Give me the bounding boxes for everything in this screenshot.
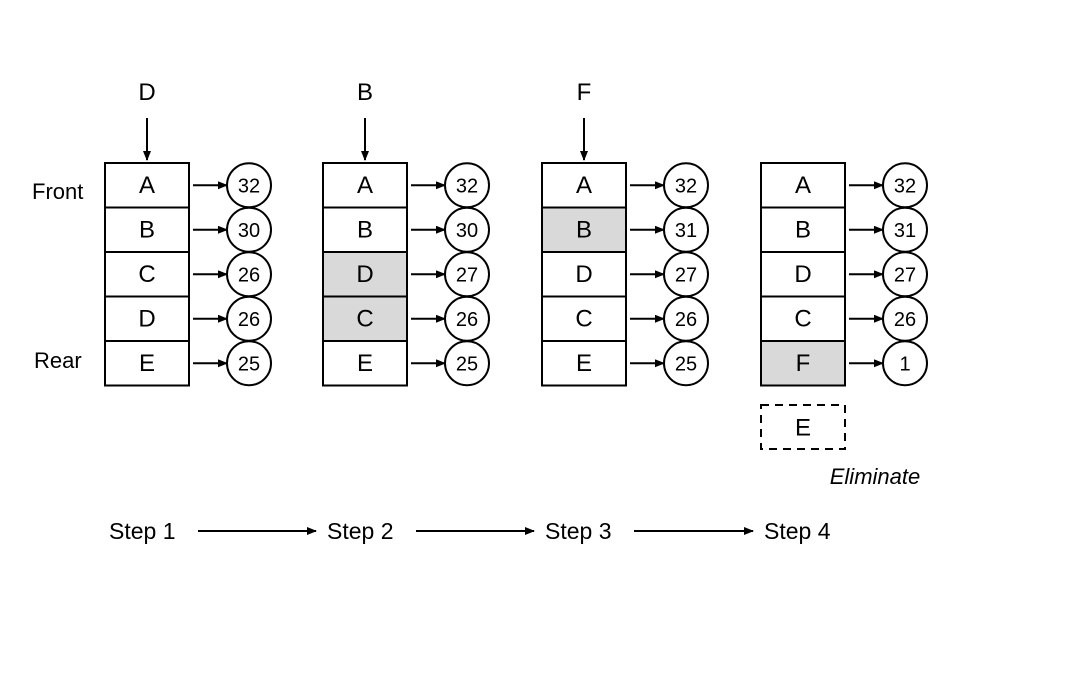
queue-cell-key: A	[139, 172, 155, 199]
queue-cell-key: C	[575, 305, 592, 332]
queue-cell-key: B	[357, 216, 373, 243]
queue-cell	[760, 162, 846, 209]
queue-cell	[322, 340, 408, 387]
count-circle	[226, 340, 272, 387]
count-value: 32	[894, 175, 916, 197]
count-value: 32	[456, 175, 478, 197]
queue-cell-key: F	[796, 350, 811, 377]
count-value: 30	[456, 220, 478, 242]
queue-cell-key: B	[576, 216, 592, 243]
count-value: 31	[675, 220, 697, 242]
count-value: 1	[899, 353, 910, 375]
count-circle	[663, 340, 709, 387]
count-value: 27	[894, 264, 916, 286]
queue-cell	[104, 340, 190, 387]
queue-cell-key: C	[794, 305, 811, 332]
count-value: 30	[238, 220, 260, 242]
queue-cell-key: A	[357, 172, 373, 199]
count-value: 25	[456, 353, 478, 375]
count-circle	[444, 340, 490, 387]
count-value: 26	[894, 309, 916, 331]
queue-cell-key: B	[795, 216, 811, 243]
rear-label: Rear	[34, 348, 82, 373]
queue-cell-key: D	[794, 261, 811, 288]
queue-cell	[322, 162, 408, 209]
queue-cell-key: C	[138, 261, 155, 288]
eliminated-box	[760, 404, 846, 450]
eliminated-key: E	[795, 415, 811, 442]
queue-cell	[541, 251, 627, 298]
queue-cell-key: A	[795, 172, 811, 199]
count-value: 27	[675, 264, 697, 286]
queue-cell	[760, 251, 846, 298]
step-2-label: Step 2	[327, 518, 394, 544]
queue-cell-key: D	[138, 305, 155, 332]
step-3-label: Step 3	[545, 518, 612, 544]
queue-cell-key: D	[356, 261, 373, 288]
queue-cell	[322, 251, 408, 298]
count-value: 26	[238, 309, 260, 331]
queue-cell	[322, 295, 408, 342]
incoming-key-label: B	[357, 79, 373, 106]
step-4-label: Step 4	[764, 518, 831, 544]
queue-cell	[760, 340, 846, 387]
queue-cell-key: A	[576, 172, 592, 199]
step-flow: Step 1 Step 2 Step 3 Step 4	[109, 518, 831, 544]
queue-cell	[541, 340, 627, 387]
count-value: 27	[456, 264, 478, 286]
queue-cell	[541, 206, 627, 253]
count-value: 25	[675, 353, 697, 375]
count-value: 31	[894, 220, 916, 242]
count-value: 25	[238, 353, 260, 375]
step-3-queue: F A 32B 31D 27C 26E 25	[541, 79, 709, 387]
count-circle	[882, 340, 928, 387]
step-4-queue: A 32B 31D 27C 26F 1	[760, 162, 928, 387]
queue-cell-key: E	[139, 350, 155, 377]
count-value: 26	[456, 309, 478, 331]
eliminate-label: Eliminate	[830, 464, 920, 489]
queue-cell-key: D	[575, 261, 592, 288]
queue-cell	[760, 295, 846, 342]
queue-cell-key: E	[576, 350, 592, 377]
incoming-key-label: F	[577, 79, 592, 106]
step-1-label: Step 1	[109, 518, 176, 544]
count-value: 26	[238, 264, 260, 286]
count-value: 26	[675, 309, 697, 331]
queue-cell-key: E	[357, 350, 373, 377]
count-value: 32	[238, 175, 260, 197]
count-value: 32	[675, 175, 697, 197]
queue-cell-key: C	[356, 305, 373, 332]
queue-cell	[541, 295, 627, 342]
queue-cell-key: B	[139, 216, 155, 243]
incoming-key-label: D	[138, 79, 155, 106]
front-label: Front	[32, 179, 83, 204]
